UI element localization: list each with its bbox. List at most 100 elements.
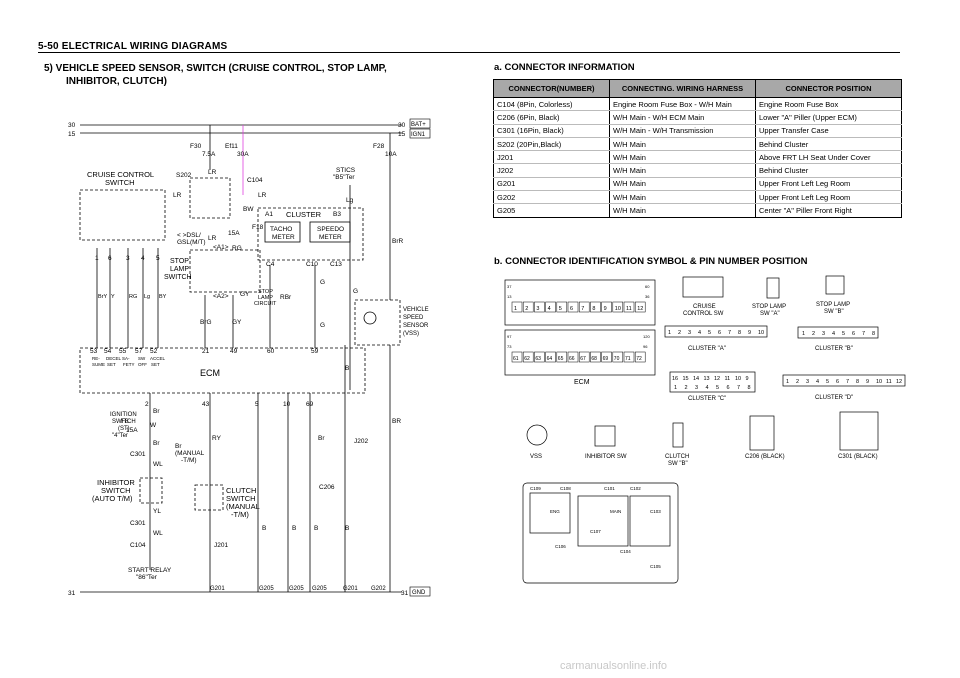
fuse-f30-rating: 7.5A bbox=[202, 151, 216, 158]
c104-label: C104 bbox=[247, 177, 263, 184]
ecm-top-pin: 49 bbox=[230, 348, 238, 355]
cluster-c-pin: 2 bbox=[685, 385, 688, 391]
cluster-d-pin: 8 bbox=[856, 379, 859, 385]
stop-a-caption-2: SW "A" bbox=[760, 311, 780, 317]
connector-cell: C206 (6Pin, Black) bbox=[493, 110, 610, 125]
ground-6: G202 bbox=[371, 586, 386, 592]
position-cell: Upper Front Left Leg Room bbox=[755, 177, 902, 192]
connector-table: CONNECTOR(NUMBER) CONNECTING. WIRING HAR… bbox=[493, 79, 902, 218]
ecm-pin-cell bbox=[578, 301, 590, 313]
br-manual-1: Br bbox=[175, 443, 182, 450]
cluster-d-pin: 10 bbox=[876, 379, 882, 385]
c206-caption: C206 (BLACK) bbox=[745, 454, 785, 460]
connector-cell: G202 bbox=[493, 190, 610, 205]
ecm-pin-cell bbox=[634, 301, 646, 313]
ecm-bottom-pin: 2 bbox=[145, 401, 149, 408]
position-cell: Above FRT LH Seat Under Cover bbox=[755, 150, 902, 165]
header-rule bbox=[38, 52, 900, 53]
lr-label-3: LR bbox=[258, 192, 267, 199]
cluster-label: CLUSTER bbox=[286, 210, 322, 219]
connector-row: C301 (16Pin, Black)W/H Main - W/H Transm… bbox=[493, 124, 902, 138]
br-label-4: Br bbox=[318, 435, 325, 442]
fuse-f30: F30 bbox=[190, 143, 202, 150]
bw-label: BW bbox=[243, 206, 254, 213]
ecm-pin-cell bbox=[556, 351, 568, 363]
stop-switch-2: LAMP bbox=[170, 266, 189, 273]
b-label-2: B bbox=[262, 525, 266, 532]
clutch-3: (MANUAL bbox=[226, 502, 260, 511]
cluster-a-caption: CLUSTER "A" bbox=[688, 346, 726, 352]
start-relay-2: "86"Ter bbox=[136, 574, 158, 581]
harness-cell: W/H Main - W/H ECM Main bbox=[609, 110, 756, 125]
cluster-a-pin: 5 bbox=[708, 330, 711, 336]
vss-caption: VSS bbox=[530, 454, 542, 460]
ecm-pin: 72 bbox=[636, 356, 642, 362]
wire-color-label: BrY bbox=[98, 294, 108, 300]
fuse-f18: F18 bbox=[252, 224, 264, 231]
cluster-d-pin: 11 bbox=[886, 379, 892, 385]
cluster-c-pin: 5 bbox=[716, 385, 719, 391]
fuse-f28-rating: 10A bbox=[385, 151, 397, 158]
c4-label: C4 bbox=[266, 261, 275, 268]
ecm-bottom-pin: 5 bbox=[255, 401, 259, 408]
connector-cell: S202 (20Pin,Black) bbox=[493, 137, 610, 152]
brg-label: BrG bbox=[200, 319, 212, 326]
ecm-pin: 63 bbox=[535, 356, 541, 362]
brr-label: BrR bbox=[392, 238, 404, 245]
position-cell: Lower "A" Piller (Upper ECM) bbox=[755, 110, 902, 125]
clutch-4: -T/M) bbox=[231, 510, 249, 519]
dsl-label-2: GSL(M/T) bbox=[177, 239, 206, 246]
ecm-top-pin: 21 bbox=[202, 348, 210, 355]
ecm-pin: 68 bbox=[591, 356, 597, 362]
harness-cell: W/H Main bbox=[609, 150, 756, 165]
ecm-side-pin: 36 bbox=[645, 294, 650, 299]
c301-label-1: C301 bbox=[130, 451, 146, 458]
cruise-caption-1: CRUISE bbox=[693, 304, 716, 310]
clutch-caption-2: SW "B" bbox=[668, 461, 688, 467]
ecm-pin: 62 bbox=[524, 356, 530, 362]
cluster-c-pin: 10 bbox=[735, 376, 741, 382]
br-manual-2: (MANUAL bbox=[175, 450, 205, 457]
wire-color-label: BY bbox=[159, 294, 167, 300]
ecm-pin-cell bbox=[534, 351, 545, 363]
clutch-1: CLUTCH bbox=[226, 486, 256, 495]
ecm-top-pin: 55 bbox=[119, 348, 127, 355]
cluster-d-pin: 7 bbox=[846, 379, 849, 385]
cruise-pin-label: 5 bbox=[156, 255, 160, 262]
ecm-pin: 67 bbox=[580, 356, 586, 362]
cluster-b-pin: 4 bbox=[832, 331, 835, 337]
j201-label: J201 bbox=[214, 542, 228, 549]
stop-circuit-3: CIRCUIT bbox=[254, 301, 277, 307]
w-label: W bbox=[150, 422, 157, 429]
inhibitor-caption: INHIBITOR SW bbox=[585, 454, 627, 460]
ecm-pin-function-label: SET bbox=[151, 362, 160, 367]
ecm-pin: 69 bbox=[603, 356, 609, 362]
ecm-bottom-pin: 69 bbox=[306, 401, 314, 408]
bat-label: BAT+ bbox=[411, 122, 426, 128]
inhibitor-3: (AUTO T/M) bbox=[92, 494, 133, 503]
fuse-f8: F8 bbox=[121, 418, 129, 425]
br-label-3: BR bbox=[392, 418, 401, 425]
connector-symbol-title: b. CONNECTOR IDENTIFICATION SYMBOL & PIN… bbox=[494, 256, 808, 267]
harness-cell: Engine Room Fuse Box - W/H Main bbox=[609, 97, 756, 112]
stop-switch-3: SWITCH bbox=[164, 274, 192, 281]
rail-labels: 30 15 31 30 15 31 BAT+ IGN1 GND bbox=[68, 118, 431, 597]
fusebox-label: C104 bbox=[620, 549, 631, 554]
br-label-2: Br bbox=[153, 440, 160, 447]
header-harness: CONNECTING. WIRING HARNESS bbox=[609, 79, 756, 98]
section-title-line1: 5) VEHICLE SPEED SENSOR, SWITCH (CRUISE … bbox=[44, 63, 387, 74]
wire-color-label: Y bbox=[111, 294, 115, 300]
cluster-b-pin: 6 bbox=[852, 331, 855, 337]
ground-4: G205 bbox=[312, 586, 327, 592]
harness-cell: W/H Main bbox=[609, 203, 756, 218]
ecm-pin-function-label: SW bbox=[138, 356, 146, 361]
cluster-a-pin: 1 bbox=[668, 330, 671, 336]
gy-label-1: GY bbox=[240, 291, 250, 298]
b-label-5: B bbox=[345, 525, 349, 532]
